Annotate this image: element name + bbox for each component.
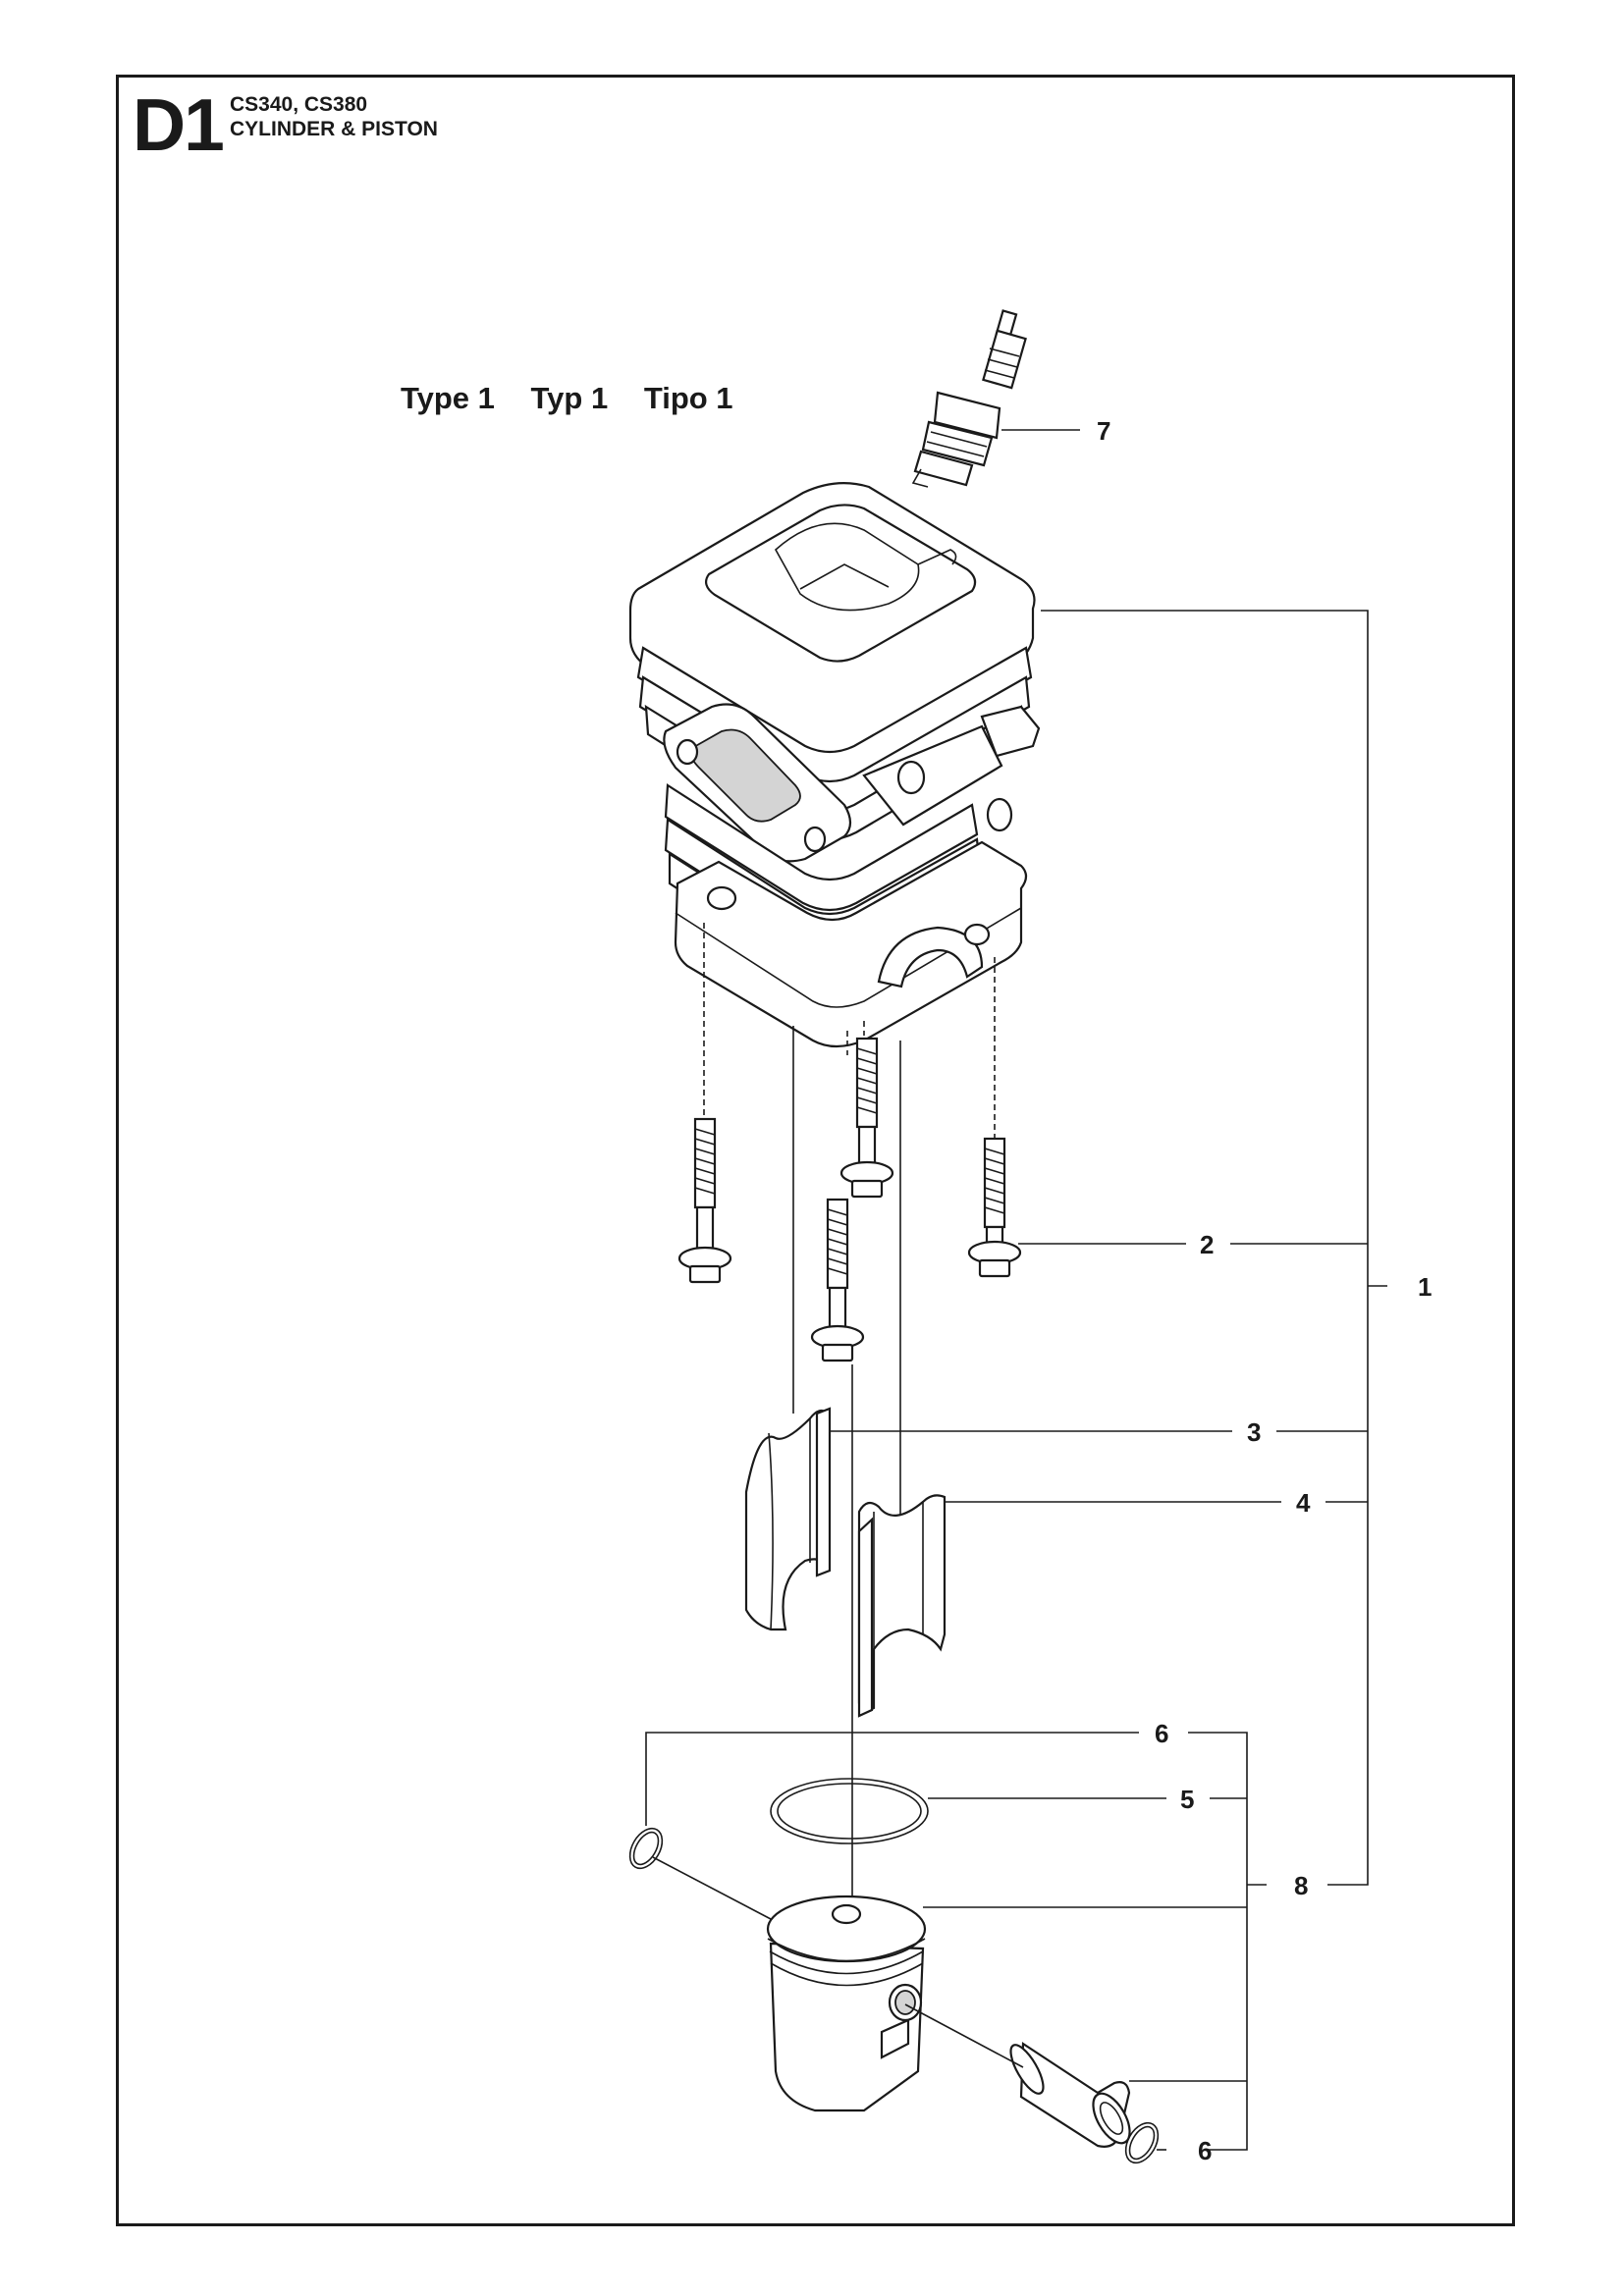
piston-ring[interactable]: [770, 1778, 929, 1844]
type-label-row: Type 1 Typ 1 Tipo 1: [401, 381, 761, 416]
leader-lines: [645, 429, 1387, 2151]
type-label-es: Tipo 1: [643, 381, 733, 415]
page-frame: [116, 75, 1515, 2226]
transfer-port-cover-3[interactable]: [744, 1407, 832, 1631]
circlip-left[interactable]: [623, 1823, 669, 1874]
type-label-en: Type 1: [401, 381, 495, 415]
callout-2: 2: [1200, 1230, 1214, 1259]
callout-7: 7: [1097, 416, 1110, 446]
section-code: D1: [133, 83, 225, 166]
callout-5: 5: [1180, 1785, 1194, 1814]
piston[interactable]: [766, 1895, 927, 2112]
callout-8: 8: [1294, 1871, 1308, 1900]
callout-1: 1: [1418, 1272, 1432, 1302]
callout-3: 3: [1247, 1417, 1261, 1447]
spark-plug[interactable]: [911, 309, 1027, 488]
cylinder-bolt-right[interactable]: [967, 1137, 1022, 1278]
transfer-port-cover-4[interactable]: [857, 1494, 947, 1718]
callout-4: 4: [1296, 1488, 1311, 1518]
diagram-title: CYLINDER & PISTON: [230, 118, 438, 140]
model-numbers: CS340, CS380: [230, 93, 368, 116]
cylinder[interactable]: [628, 482, 1041, 1048]
callout-6-top: 6: [1155, 1719, 1168, 1748]
type-label-de: Typ 1: [530, 381, 609, 415]
circlip-right[interactable]: [1119, 2117, 1164, 2168]
piston-pin[interactable]: [1004, 2041, 1137, 2149]
cylinder-bolt-back[interactable]: [839, 1037, 894, 1199]
callout-6-bottom: 6: [1198, 2136, 1212, 2165]
cylinder-bolt-left[interactable]: [677, 1117, 732, 1284]
cylinder-bolt-front[interactable]: [810, 1198, 865, 1362]
